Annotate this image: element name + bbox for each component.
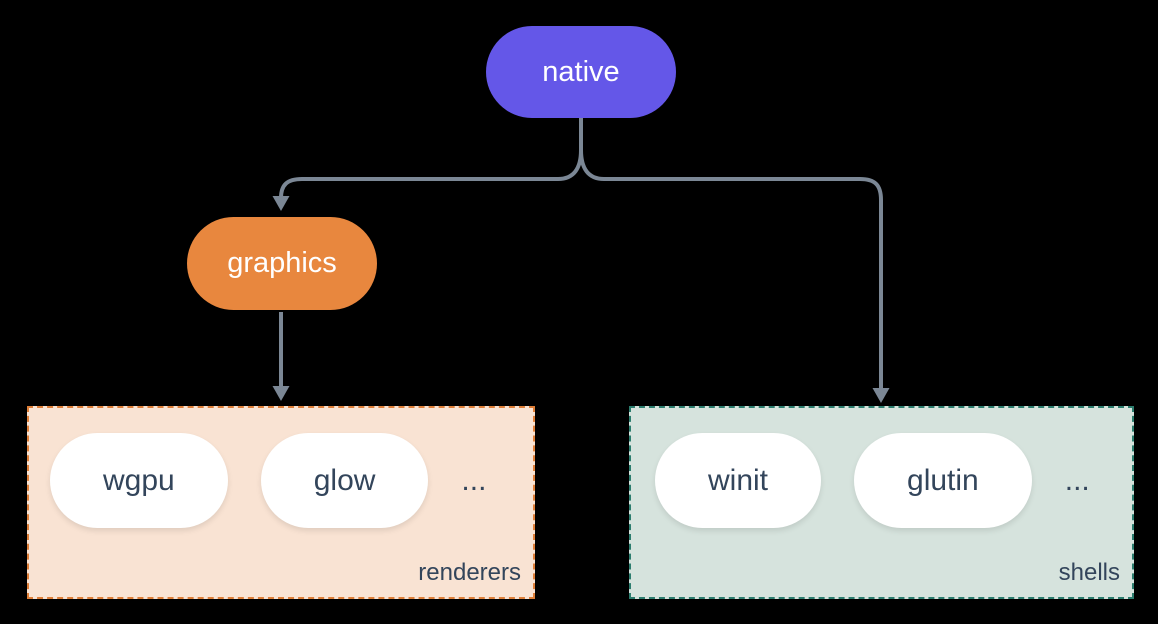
- renderers-ellipsis: ...: [461, 464, 487, 497]
- node-native: native: [486, 26, 676, 118]
- node-glow-label: glow: [313, 463, 376, 497]
- arrowhead-to-renderers-icon: [272, 386, 290, 401]
- node-winit-label: winit: [708, 463, 769, 497]
- arrowhead-to-graphics-icon: [272, 196, 290, 211]
- group-renderers: wgpu glow ... renderers: [27, 406, 535, 599]
- node-glow: glow: [260, 433, 429, 528]
- group-shells: winit glutin ... shells: [629, 406, 1134, 599]
- node-wgpu-label: wgpu: [103, 463, 175, 497]
- connector-native-to-graphics: [279, 118, 583, 199]
- group-renderers-items: wgpu glow ...: [50, 433, 486, 528]
- node-graphics-label: graphics: [227, 247, 337, 279]
- node-glutin-label: glutin: [907, 463, 979, 497]
- group-shells-items: winit glutin ...: [655, 433, 1090, 528]
- node-graphics: graphics: [187, 217, 377, 310]
- node-winit: winit: [655, 433, 822, 528]
- node-glutin: glutin: [854, 433, 1032, 528]
- group-shells-label: shells: [1058, 559, 1120, 586]
- group-renderers-label: renderers: [418, 559, 521, 586]
- node-native-label: native: [542, 55, 620, 88]
- connector-native-to-shells: [579, 149, 883, 390]
- arrowhead-to-shells-icon: [872, 388, 890, 403]
- shells-ellipsis: ...: [1064, 464, 1090, 497]
- node-wgpu: wgpu: [50, 433, 228, 528]
